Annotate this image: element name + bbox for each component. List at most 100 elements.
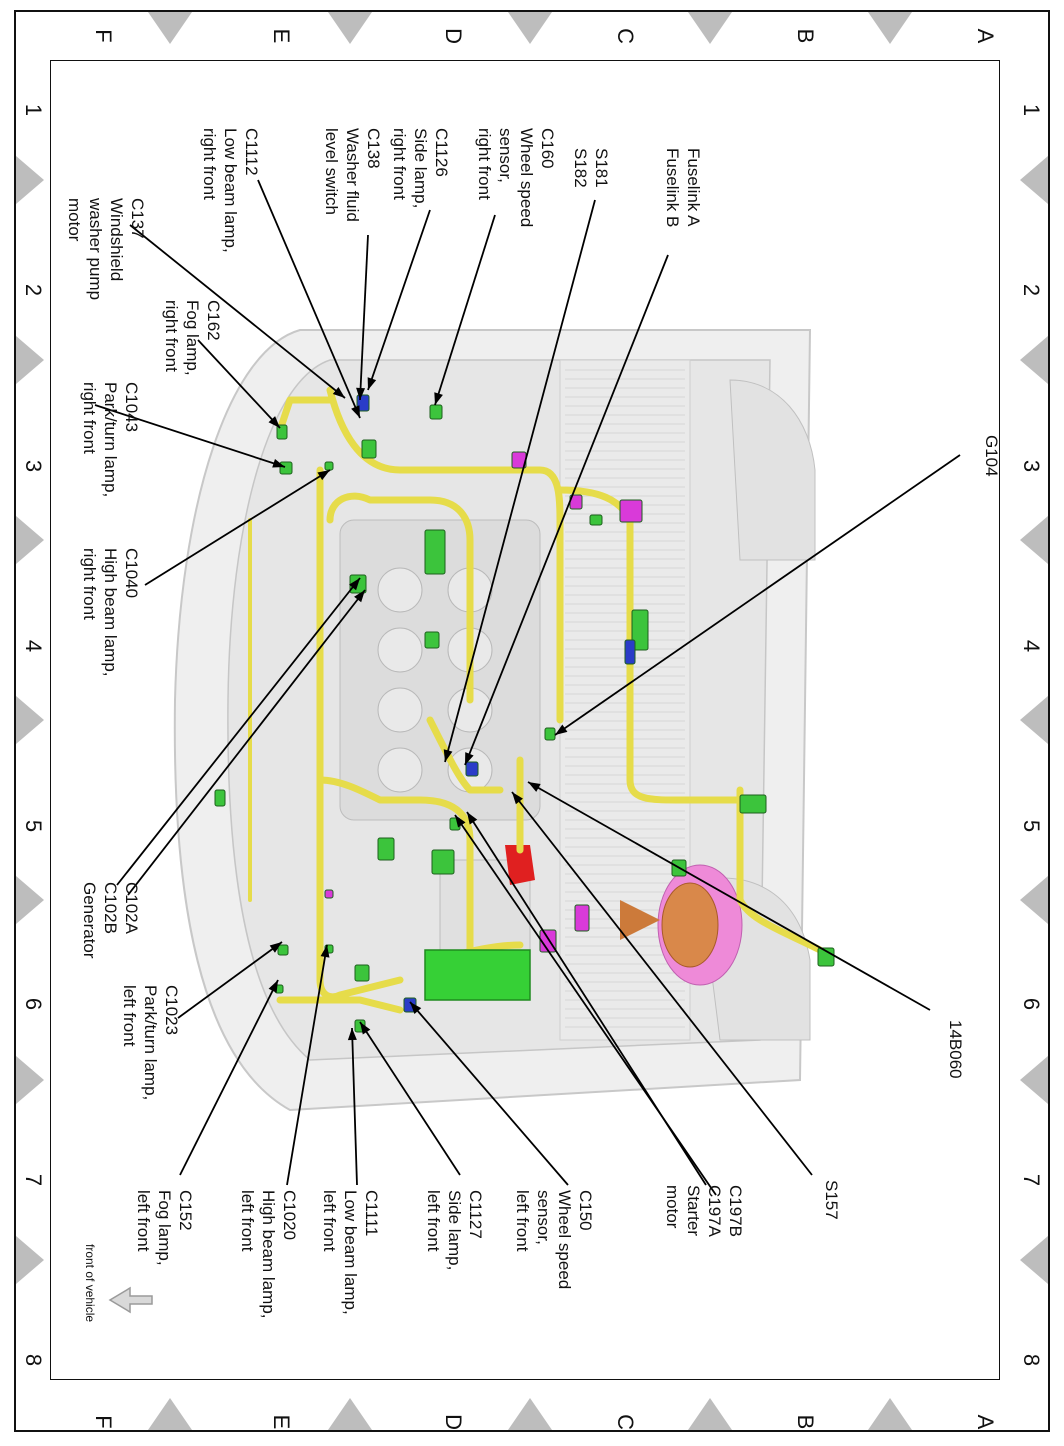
connector-12 bbox=[424, 631, 440, 649]
grid-letter-a-bottom: A bbox=[973, 1415, 998, 1430]
leader-c150 bbox=[409, 1001, 569, 1186]
label-c197-line-3: motor bbox=[663, 1185, 682, 1229]
label-c137-line-3: motor bbox=[65, 198, 84, 242]
connectors bbox=[214, 394, 835, 1033]
grid-letter-d-top: D bbox=[441, 28, 466, 44]
label-c152-line-0: C152 bbox=[176, 1190, 195, 1231]
connector-24 bbox=[354, 964, 370, 982]
leader-c1023 bbox=[177, 941, 283, 1019]
grid-number-5-right: 5 bbox=[1019, 820, 1044, 832]
label-c162-line-0: C162 bbox=[204, 300, 223, 341]
leader-c160-arrowhead bbox=[434, 392, 443, 405]
label-c1020-line-0: C1020 bbox=[280, 1190, 299, 1240]
zone-marker-right-4 bbox=[1020, 876, 1048, 924]
label-c137-line-0: C137 bbox=[128, 198, 147, 239]
starter-red-part bbox=[505, 845, 535, 885]
label-c150-line-1: Wheel speed bbox=[555, 1190, 574, 1289]
fuse-relay-box bbox=[424, 949, 531, 1001]
zone-marker-left-0 bbox=[16, 156, 44, 204]
leader-c138-arrowhead bbox=[356, 387, 366, 400]
grid-number-8-right: 8 bbox=[1019, 1354, 1044, 1366]
grid-numbers-right: 1 2 3 4 5 6 7 8 bbox=[1019, 104, 1044, 1366]
leader-c197a-arrowhead bbox=[455, 815, 466, 828]
grid-letter-d-bottom: D bbox=[441, 1414, 466, 1430]
label-c137-line-2: washer pump bbox=[86, 197, 105, 300]
label-c1043-line-1: Park/turn lamp, bbox=[101, 382, 120, 497]
label-c1111-line-0: C1111 bbox=[362, 1190, 381, 1236]
leader-c1127 bbox=[359, 1021, 461, 1176]
grid-number-2-right: 2 bbox=[1019, 284, 1044, 296]
grid-number-4-left: 4 bbox=[21, 640, 46, 652]
zone-marker-top-2 bbox=[508, 12, 552, 44]
leader-g104-arrowhead bbox=[555, 724, 568, 735]
label-c150-line-0: C150 bbox=[576, 1190, 595, 1231]
leader-c102b bbox=[127, 589, 366, 896]
grid-letter-b-top: B bbox=[793, 29, 818, 44]
leader-c1043-arrowhead bbox=[272, 458, 285, 468]
grid-number-1-left: 1 bbox=[21, 104, 46, 116]
label-c138-line-1: Washer fluid bbox=[343, 128, 362, 222]
connector-10 bbox=[424, 529, 446, 575]
leader-s181 bbox=[444, 199, 596, 763]
label-c1040-line-0: C1040 bbox=[122, 548, 141, 598]
leader-c137-arrowhead bbox=[332, 386, 345, 398]
label-b060-line-0: 14B060 bbox=[946, 1020, 965, 1079]
grid-letter-b-bottom: B bbox=[793, 1415, 818, 1430]
label-c138-line-0: C138 bbox=[364, 128, 383, 169]
label-c1112-line-2: right front bbox=[200, 128, 219, 200]
connector-5 bbox=[324, 461, 334, 471]
leader-lines bbox=[94, 179, 961, 1196]
label-s157: S157 bbox=[822, 1180, 841, 1220]
leader-c162-arrowhead bbox=[268, 416, 280, 428]
connector-9 bbox=[589, 514, 603, 526]
connector-22 bbox=[539, 929, 557, 953]
label-g104-line-0: G104 bbox=[982, 435, 1001, 477]
zone-marker-bottom-4 bbox=[868, 1398, 912, 1430]
label-fuselink-line-1: Fuselink B bbox=[663, 148, 682, 227]
front-arrow-icon bbox=[108, 1286, 153, 1314]
zone-marker-left-1 bbox=[16, 336, 44, 384]
grid-number-3-right: 3 bbox=[1019, 460, 1044, 472]
leader-c197b-arrowhead bbox=[467, 812, 478, 825]
label-c160-line-0: C160 bbox=[538, 128, 557, 169]
leader-g104 bbox=[554, 454, 961, 736]
leader-c137 bbox=[129, 224, 346, 399]
label-c1023-line-2: left front bbox=[120, 985, 139, 1047]
label-c162-line-1: Fog lamp, bbox=[183, 300, 202, 376]
leader-c102a-arrowhead bbox=[349, 578, 360, 591]
leader-c1127-arrowhead bbox=[360, 1022, 371, 1035]
label-s181-line-0: S181 bbox=[592, 148, 611, 188]
connector-21 bbox=[574, 904, 590, 932]
leader-c1126 bbox=[367, 209, 431, 391]
grid-letter-e-bottom: E bbox=[269, 1415, 294, 1430]
leader-c1040 bbox=[144, 469, 331, 586]
grid-number-2-left: 2 bbox=[21, 284, 46, 296]
leader-c1040-arrowhead bbox=[317, 470, 330, 481]
connector-28 bbox=[324, 889, 334, 899]
label-c1127-line-1: Side lamp, bbox=[445, 1190, 464, 1270]
leader-c1126-arrowhead bbox=[367, 377, 377, 390]
label-c160-line-2: sensor, bbox=[496, 128, 515, 183]
label-c137-line-1: Windshield bbox=[107, 198, 126, 281]
leader-s157 bbox=[511, 791, 813, 1176]
connector-25 bbox=[277, 944, 289, 956]
grid-letter-a-top: A bbox=[973, 29, 998, 44]
leader-14b060 bbox=[527, 781, 931, 1011]
label-c1040-line-1: High beam lamp, bbox=[101, 548, 120, 677]
grid-number-6-right: 6 bbox=[1019, 998, 1044, 1010]
zone-marker-bottom-2 bbox=[508, 1398, 552, 1430]
grid-number-7-left: 7 bbox=[21, 1174, 46, 1186]
starter-motor bbox=[505, 845, 743, 986]
label-c1126-line-0: C1126 bbox=[432, 128, 451, 177]
label-c1127-line-2: left front bbox=[424, 1190, 443, 1252]
front-of-vehicle-indicator: front of vehicle bbox=[83, 1244, 153, 1322]
grid-letter-f-top: F bbox=[91, 29, 116, 42]
